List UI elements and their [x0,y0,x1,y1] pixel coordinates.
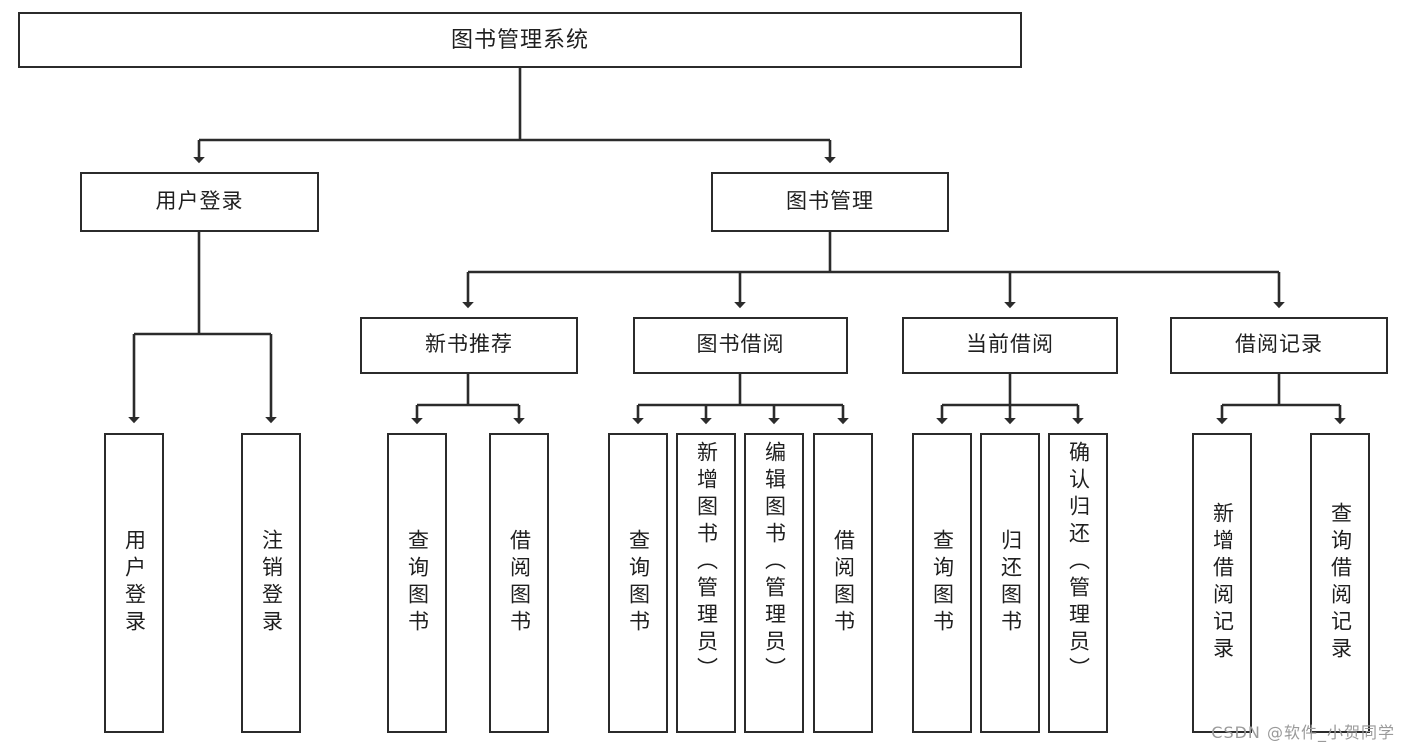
leaf-label: 借阅图书 [507,529,532,637]
leaf-label: 归还图书 [998,529,1023,637]
watermark: CSDN @软件_小贺同学 [1211,723,1395,742]
node-label: 当前借阅 [966,333,1054,357]
leaf-borrow-book[interactable]: 借阅图书 [813,433,873,733]
leaf-edit-book-admin[interactable]: 编辑图书（管理员） [744,433,804,733]
node-label: 新书推荐 [425,333,513,357]
node-book-borrow[interactable]: 图书借阅 [633,317,848,374]
leaf-confirm-return-admin[interactable]: 确认归还（管理员） [1048,433,1108,733]
node-label: 用户登录 [155,189,244,213]
node-borrow-records[interactable]: 借阅记录 [1170,317,1388,374]
leaf-label: 用户登录 [122,529,147,637]
leaf-label: 新增图书（管理员） [694,441,719,684]
node-label: 图书借阅 [696,333,785,357]
node-label: 借阅记录 [1235,333,1323,357]
node-new-book-recommend[interactable]: 新书推荐 [360,317,578,374]
leaf-label: 查询图书 [405,529,430,637]
leaf-label: 查询图书 [626,529,651,637]
node-current-borrow[interactable]: 当前借阅 [902,317,1118,374]
leaf-label: 借阅图书 [831,529,856,637]
node-label: 图书管理系统 [450,27,589,53]
leaf-label: 注销登录 [259,529,284,637]
leaf-label: 确认归还（管理员） [1066,441,1091,684]
node-root-system[interactable]: 图书管理系统 [18,12,1022,68]
leaf-label: 查询图书 [930,529,955,637]
leaf-label: 查询借阅记录 [1328,502,1353,664]
leaf-return-book[interactable]: 归还图书 [980,433,1040,733]
node-user-login[interactable]: 用户登录 [80,172,319,232]
leaf-borrow-book-recommend[interactable]: 借阅图书 [489,433,549,733]
leaf-user-login[interactable]: 用户登录 [104,433,164,733]
leaf-query-borrow-record[interactable]: 查询借阅记录 [1310,433,1370,733]
leaf-label: 编辑图书（管理员） [762,441,787,684]
leaf-query-book-recommend[interactable]: 查询图书 [387,433,447,733]
leaf-add-book-admin[interactable]: 新增图书（管理员） [676,433,736,733]
leaf-add-borrow-record[interactable]: 新增借阅记录 [1192,433,1252,733]
leaf-query-book-current[interactable]: 查询图书 [912,433,972,733]
leaf-query-book-borrow[interactable]: 查询图书 [608,433,668,733]
leaf-label: 新增借阅记录 [1210,502,1235,664]
leaf-logout[interactable]: 注销登录 [241,433,301,733]
node-label: 图书管理 [786,189,874,213]
node-book-management[interactable]: 图书管理 [711,172,949,232]
